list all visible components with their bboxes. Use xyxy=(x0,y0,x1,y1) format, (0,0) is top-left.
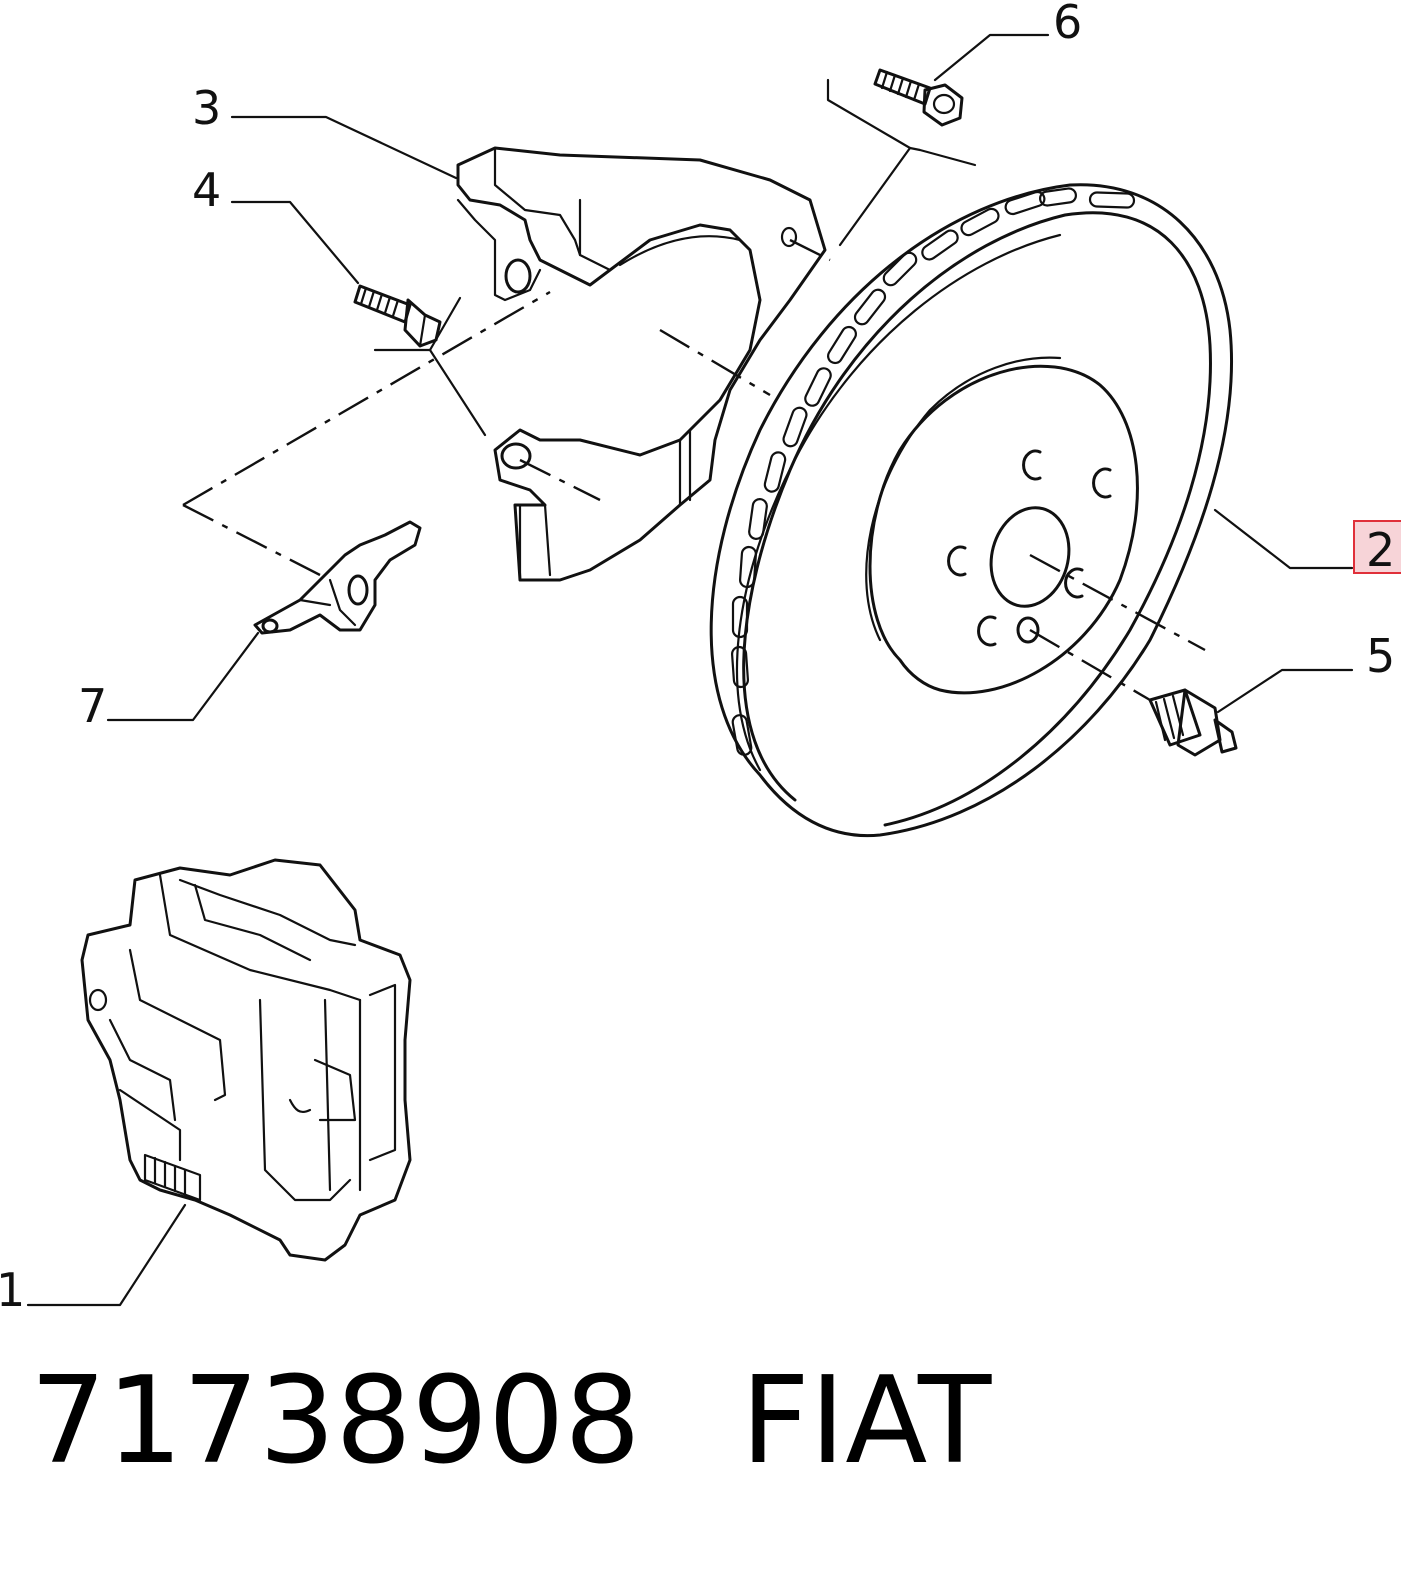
callout-1[interactable]: 1 xyxy=(0,1263,25,1317)
callout-7[interactable]: 7 xyxy=(78,679,107,733)
fastener-brackets xyxy=(373,78,977,437)
assembly-lines xyxy=(182,238,1206,702)
disc-bolt-holes xyxy=(947,449,1112,647)
brake-caliper[interactable] xyxy=(80,858,412,1262)
brand-name: FIAT xyxy=(740,1352,992,1491)
callout-labels: 1 2 3 4 5 6 7 xyxy=(0,0,1401,1317)
part-number: 71738908 xyxy=(30,1352,641,1491)
dust-shield[interactable] xyxy=(456,146,827,582)
shield-bolt[interactable] xyxy=(353,284,442,348)
callout-2-highlight xyxy=(1353,520,1401,574)
callout-5[interactable]: 5 xyxy=(1366,629,1395,683)
disc-vent-slots xyxy=(730,187,1136,756)
callout-2[interactable]: 2 xyxy=(1366,523,1395,577)
callout-leaders xyxy=(26,33,1354,1307)
callout-6[interactable]: 6 xyxy=(1053,0,1082,49)
brake-disc[interactable] xyxy=(709,183,1234,838)
callout-3[interactable]: 3 xyxy=(192,81,221,135)
wheel-bolt[interactable] xyxy=(1148,688,1238,757)
sensor-bracket[interactable] xyxy=(253,520,422,635)
callout-4[interactable]: 4 xyxy=(192,163,221,217)
caliper-bolt[interactable] xyxy=(873,68,964,127)
